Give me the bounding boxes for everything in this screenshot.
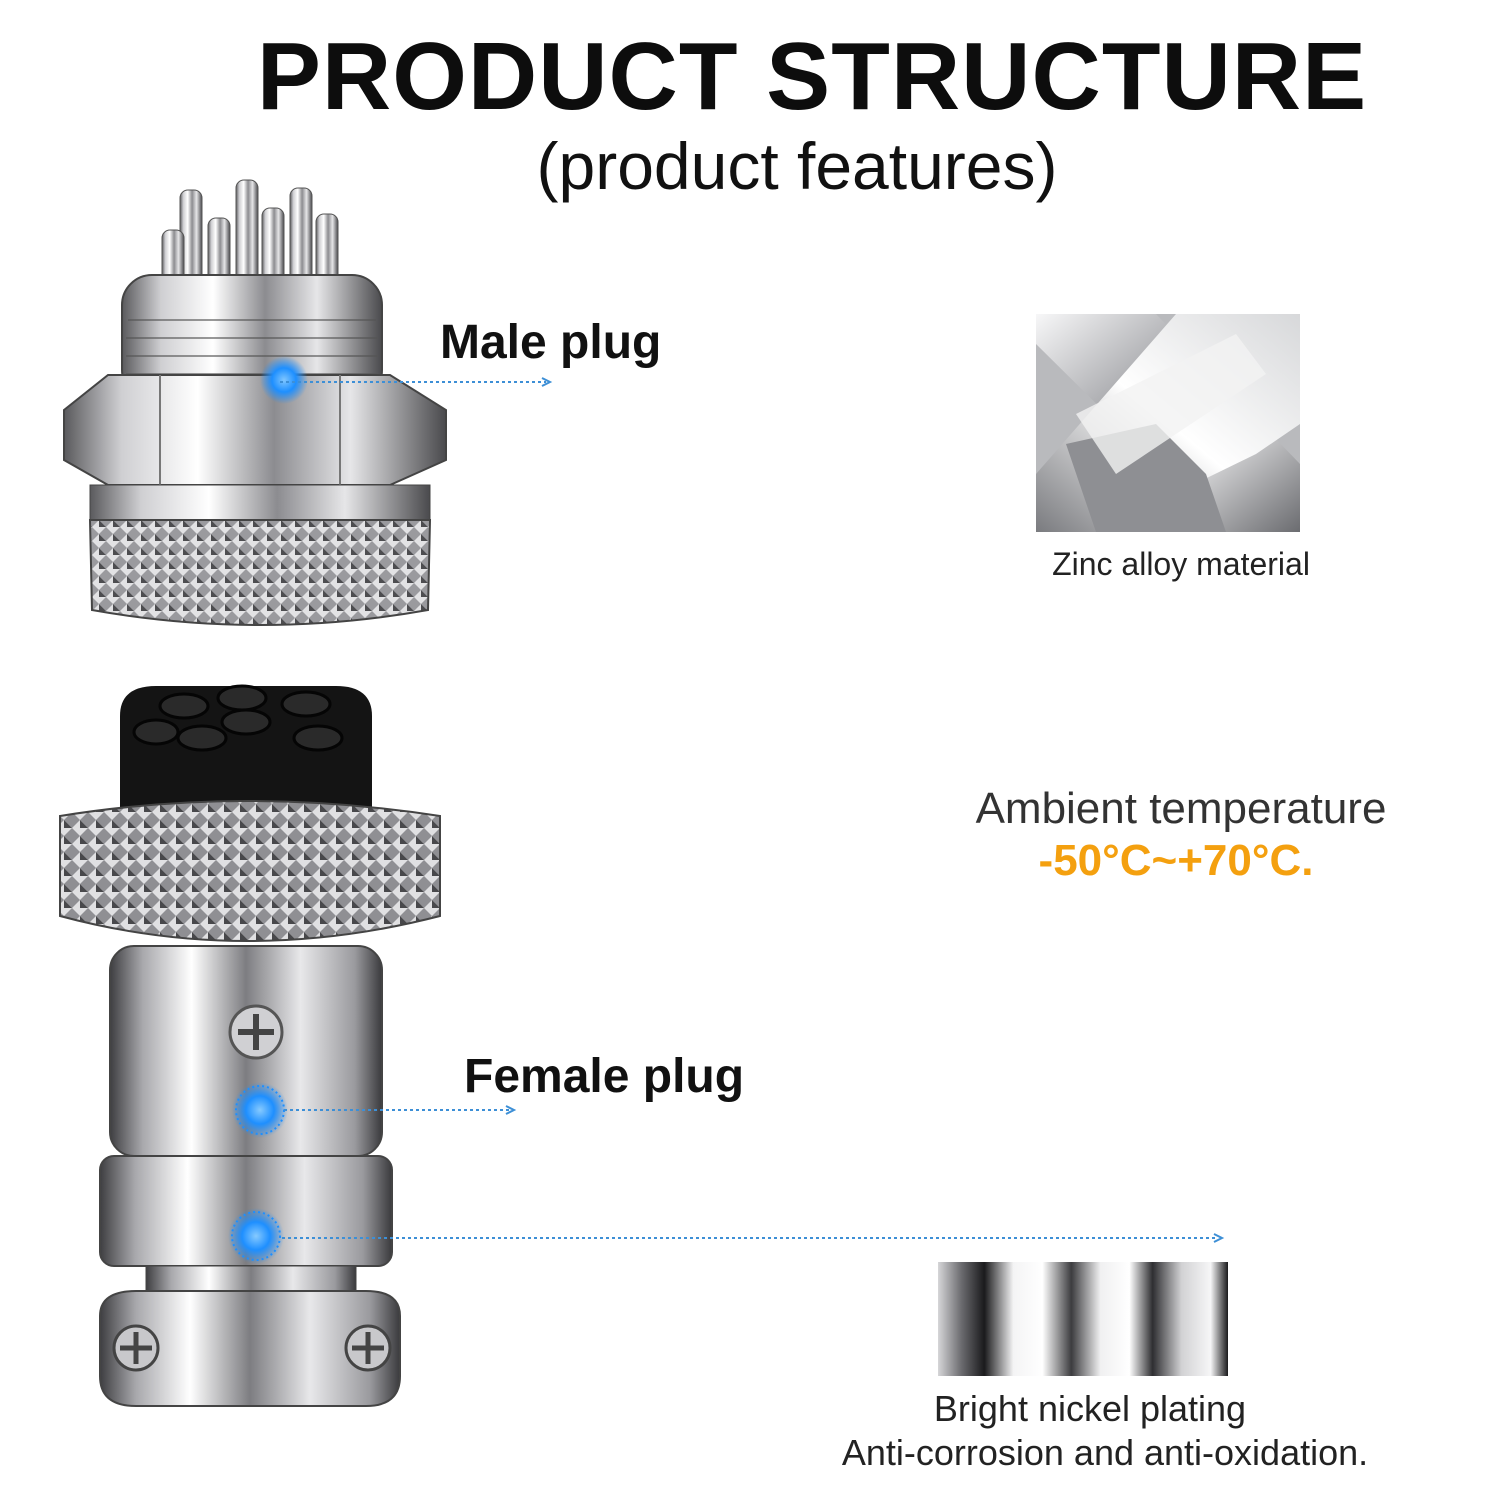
male-plug-label: Male plug: [440, 316, 662, 369]
zinc-alloy-image: [1036, 314, 1300, 532]
nickel-plating-pointer: [282, 1233, 1225, 1243]
ambient-temperature-label: Ambient temperature: [975, 784, 1387, 833]
female-plug-label: Female plug: [464, 1050, 745, 1103]
nickel-plating-image: [938, 1262, 1228, 1376]
ambient-temperature-value: -50°C~+70°C.: [1038, 836, 1314, 885]
female-plug-pointer: [284, 1105, 517, 1115]
male-plug-pointer: [280, 377, 553, 387]
nickel-plating-caption-line2: Anti-corrosion and anti-oxidation.: [841, 1432, 1369, 1473]
nickel-plating-caption-line1: Bright nickel plating: [933, 1388, 1247, 1429]
male-plug-image: [63, 179, 447, 626]
female-plug-image: [59, 684, 441, 1407]
zinc-alloy-caption: Zinc alloy material: [1052, 546, 1310, 582]
page-title: PRODUCT STRUCTURE: [256, 23, 1368, 130]
page-subtitle: (product features): [536, 129, 1058, 203]
